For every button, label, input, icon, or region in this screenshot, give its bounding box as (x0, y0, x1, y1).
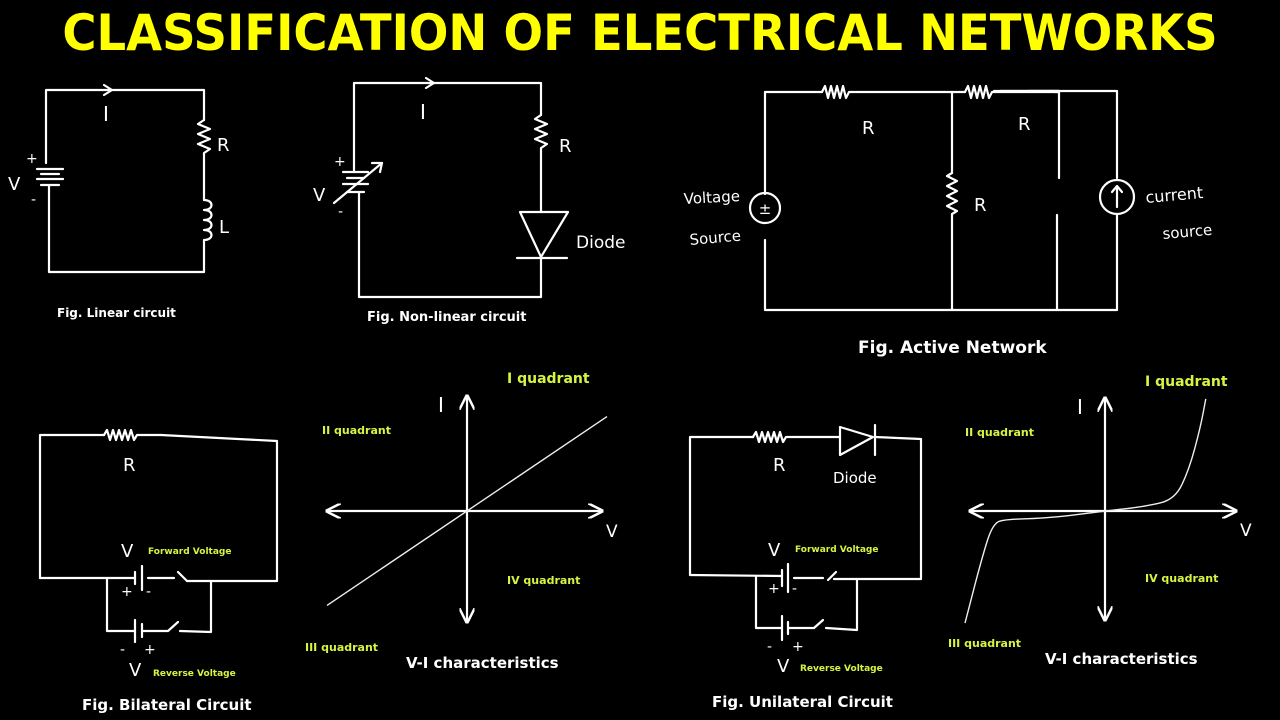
resistor-icon (533, 113, 549, 214)
resistor-label: R (123, 455, 136, 476)
current-arrow-icon (424, 76, 436, 90)
reverse-voltage-label: Reverse Voltage (153, 669, 236, 679)
diode-icon (838, 425, 875, 457)
vi-curve (326, 416, 608, 606)
y-axis-label: I (1077, 395, 1083, 419)
plus-sign: + (768, 581, 780, 597)
minus-sign: - (767, 639, 772, 655)
resistor-label: R (217, 135, 230, 156)
plus-sign: + (26, 151, 38, 167)
reverse-voltage-label: Reverse Voltage (800, 664, 883, 674)
wire (44, 88, 206, 165)
switch-icon (176, 570, 189, 583)
minus-sign: - (792, 581, 797, 597)
active-network: ± R R R Voltage Source current source Fi… (683, 84, 1213, 358)
reverse-v-label: V (777, 656, 790, 677)
battery-icon (35, 167, 65, 187)
quadrant-label-iii: III quadrant (948, 637, 1021, 650)
voltage-source-icon (748, 191, 782, 225)
current-label: I (420, 100, 426, 124)
minus-sign: - (146, 584, 151, 600)
resistor-label-2: R (1018, 114, 1031, 135)
current-label: I (103, 102, 109, 126)
resistor-label-1: R (862, 118, 875, 139)
resistor-icon (945, 171, 959, 312)
forward-voltage-label: Forward Voltage (795, 545, 878, 555)
minus-sign: - (31, 192, 36, 208)
y-axis-label: I (438, 393, 444, 417)
x-axis-label: V (606, 522, 618, 542)
resistor-icon (751, 430, 842, 444)
forward-voltage-label: Forward Voltage (148, 547, 231, 557)
nonlinear-circuit: I R Diode + V - Fig. Non-linear circuit (313, 76, 625, 325)
plus-sign: + (121, 584, 133, 600)
diode-label: Diode (576, 233, 625, 253)
resistor-icon (102, 428, 163, 442)
caption-active: Fig. Active Network (858, 338, 1047, 358)
resistor-icon (820, 84, 954, 100)
current-source-label-1: current (1145, 183, 1204, 207)
variable-battery-icon (332, 161, 384, 205)
linear-circuit: I R L + V - Fig. Linear circuit (8, 83, 230, 320)
current-source-icon (1098, 178, 1136, 216)
wire (352, 81, 543, 174)
page-title: CLASSIFICATION OF ELECTRICAL NETWORKS (62, 4, 1218, 62)
resistor-label: R (559, 136, 572, 157)
caption-unilateral: Fig. Unilateral Circuit (712, 693, 893, 711)
inductor-icon (47, 183, 213, 274)
vi-curve (964, 398, 1207, 624)
plus-sign: + (792, 639, 804, 655)
quadrant-label-i: I quadrant (507, 371, 590, 387)
switch-icon (826, 570, 838, 582)
quadrant-label-ii: II quadrant (322, 424, 391, 437)
voltage-source-label-2: Source (689, 227, 742, 249)
current-arrow-icon (102, 83, 114, 97)
resistor-label: R (773, 455, 786, 476)
inductor-label: L (219, 217, 229, 238)
minus-sign: - (120, 642, 125, 658)
forward-v-label: V (121, 541, 134, 562)
voltage-label: V (8, 174, 21, 195)
minus-sign: - (338, 204, 343, 220)
unilateral-circuit: R Diode V Forward Voltage + - - + V Reve… (688, 423, 923, 711)
resistor-icon (196, 118, 212, 165)
forward-v-label: V (768, 540, 781, 561)
quadrant-label-i: I quadrant (1145, 374, 1228, 390)
diode-label: Diode (833, 469, 877, 487)
x-axis-label: V (1240, 521, 1252, 541)
diode-icon (518, 210, 570, 259)
voltage-source-label-1: Voltage (683, 187, 740, 208)
plus-sign: + (144, 642, 156, 658)
resistor-icon (963, 84, 1061, 100)
caption-linear: Fig. Linear circuit (57, 306, 176, 320)
voltage-label: V (313, 185, 326, 206)
quadrant-label-iv: IV quadrant (1145, 572, 1218, 585)
quadrant-label-iii: III quadrant (305, 641, 378, 654)
chart-title: V-I characteristics (406, 654, 559, 672)
caption-nonlinear: Fig. Non-linear circuit (367, 310, 526, 325)
voltage-source-symbol: ± (759, 200, 772, 218)
resistor-label-3: R (974, 195, 987, 216)
plus-sign: + (334, 154, 346, 170)
current-source-label-2: source (1162, 221, 1213, 243)
chart-title: V-I characteristics (1045, 650, 1198, 668)
bilateral-circuit: R V Forward Voltage + - - + V Reverse Vo… (38, 428, 279, 714)
quadrant-label-ii: II quadrant (965, 426, 1034, 439)
reverse-v-label: V (129, 660, 142, 681)
caption-bilateral: Fig. Bilateral Circuit (82, 696, 252, 714)
quadrant-label-iv: IV quadrant (507, 574, 580, 587)
